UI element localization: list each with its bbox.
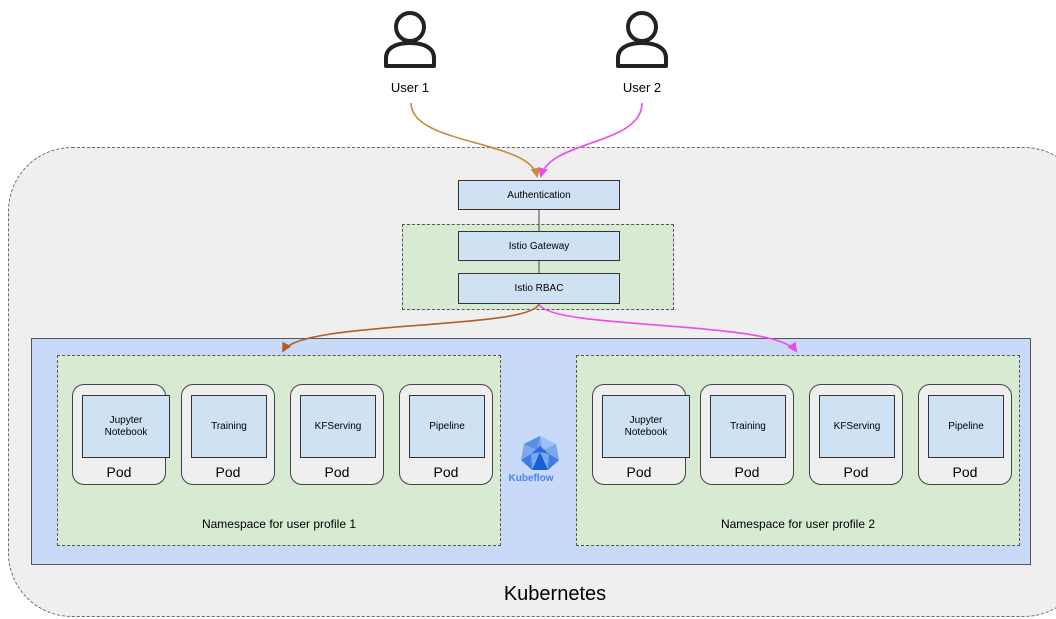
- kubeflow-label: Kubeflow: [508, 473, 554, 484]
- istio-gateway-box: Istio Gateway: [458, 231, 620, 261]
- istio-rbac-box: Istio RBAC: [458, 273, 620, 304]
- pod-label: Pod: [626, 464, 652, 480]
- pod-label: Pod: [734, 464, 760, 480]
- pod-label: Pod: [215, 464, 241, 480]
- pod-ns1-pipeline: Pipeline Pod: [399, 384, 493, 485]
- user-2-icon: [616, 11, 668, 68]
- pod-component-label: Pipeline: [409, 395, 485, 458]
- user-1-label: User 1: [390, 80, 430, 95]
- pod-component-label: Jupyter Notebook: [82, 395, 170, 458]
- pod-ns1-jupyter: Jupyter Notebook Pod: [72, 384, 170, 485]
- pod-label: Pod: [952, 464, 978, 480]
- pod-component-label: Training: [710, 395, 786, 458]
- user-1-icon: [384, 11, 436, 68]
- pod-label: Pod: [324, 464, 350, 480]
- user-2-label: User 2: [622, 80, 662, 95]
- authentication-box: Authentication: [458, 180, 620, 210]
- namespace-2-label: Namespace for user profile 2: [720, 517, 876, 531]
- pod-ns2-kfserving: KFServing Pod: [809, 384, 903, 485]
- pod-label: Pod: [843, 464, 869, 480]
- pod-label: Pod: [433, 464, 459, 480]
- pod-component-label: KFServing: [819, 395, 895, 458]
- pod-component-label: Jupyter Notebook: [602, 395, 690, 458]
- rbac-to-namespace-2-flow: [538, 303, 798, 353]
- kubernetes-label: Kubernetes: [503, 583, 607, 605]
- pod-ns2-training: Training Pod: [700, 384, 794, 485]
- pod-ns2-pipeline: Pipeline Pod: [918, 384, 1012, 485]
- pod-ns1-training: Training Pod: [181, 384, 275, 485]
- pod-component-label: Pipeline: [928, 395, 1004, 458]
- pod-label: Pod: [106, 464, 132, 480]
- pod-ns1-kfserving: KFServing Pod: [290, 384, 384, 485]
- pod-ns2-jupyter: Jupyter Notebook Pod: [592, 384, 690, 485]
- rbac-to-namespace-1-flow: [282, 303, 540, 353]
- pod-component-label: Training: [191, 395, 267, 458]
- kubeflow-logo-icon: [521, 436, 559, 470]
- namespace-1-label: Namespace for user profile 1: [201, 517, 357, 531]
- user-1-flow: [410, 102, 541, 178]
- pod-component-label: KFServing: [300, 395, 376, 458]
- user-2-flow: [538, 102, 643, 178]
